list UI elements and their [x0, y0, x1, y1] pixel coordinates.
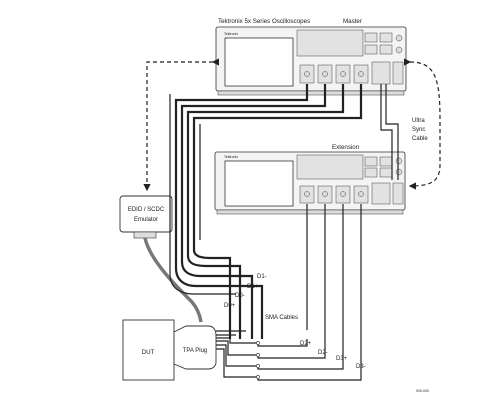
ultra-sync-cable-1: [380, 84, 393, 180]
sync-label-line3: Cable: [412, 136, 428, 142]
figure-id: 000-000: [416, 389, 429, 393]
master-cable-bundle: [169, 84, 363, 339]
dut-box: DUT: [122, 319, 175, 381]
extension-label: Extension: [332, 144, 360, 151]
ultra-sync-cable-2: [385, 84, 399, 180]
signal-extension-3: D3+: [336, 356, 348, 362]
dut-label: DUT: [142, 349, 155, 356]
edid-label-line2: Emulator: [134, 217, 158, 223]
extension-screen: [224, 160, 294, 207]
master-label: Master: [343, 18, 362, 25]
sma-horizontal-cables: [216, 330, 362, 381]
edid-label-line1: EDID / SCDC: [128, 207, 165, 213]
sma-cables-label: SMA Cables: [265, 315, 298, 321]
tpa-plug-label: TPA Plug: [183, 348, 208, 354]
tpa-plug: TPA Plug: [173, 325, 217, 370]
signal-master-3: D0-: [235, 293, 245, 299]
master-oscilloscope: Tektronix: [215, 26, 407, 96]
signal-master-1: D1-: [257, 274, 267, 280]
signal-master-2: D1+: [247, 284, 259, 290]
sync-label-line1: Ultra: [412, 118, 425, 124]
extension-brand: Tektronix: [224, 155, 238, 159]
ultra-sync-dashed-link: [403, 58, 441, 190]
extension-oscilloscope: Tektronix: [214, 151, 406, 215]
master-brand: Tektronix: [224, 32, 238, 36]
master-screen: [224, 37, 294, 87]
signal-extension-1: D2+: [300, 341, 312, 347]
signal-extension-2: D2-: [318, 350, 328, 356]
series-title: Tektronix 5x Series Oscilloscopes: [218, 18, 310, 25]
extension-cable-bundle: [306, 204, 362, 362]
hdmi-cable: [143, 237, 203, 323]
aux-dashed-link: [143, 58, 219, 192]
sync-label-line2: Sync: [412, 127, 425, 133]
edid-emulator: EDID / SCDC Emulator: [119, 195, 173, 239]
signal-master-4: D0+: [224, 303, 236, 309]
